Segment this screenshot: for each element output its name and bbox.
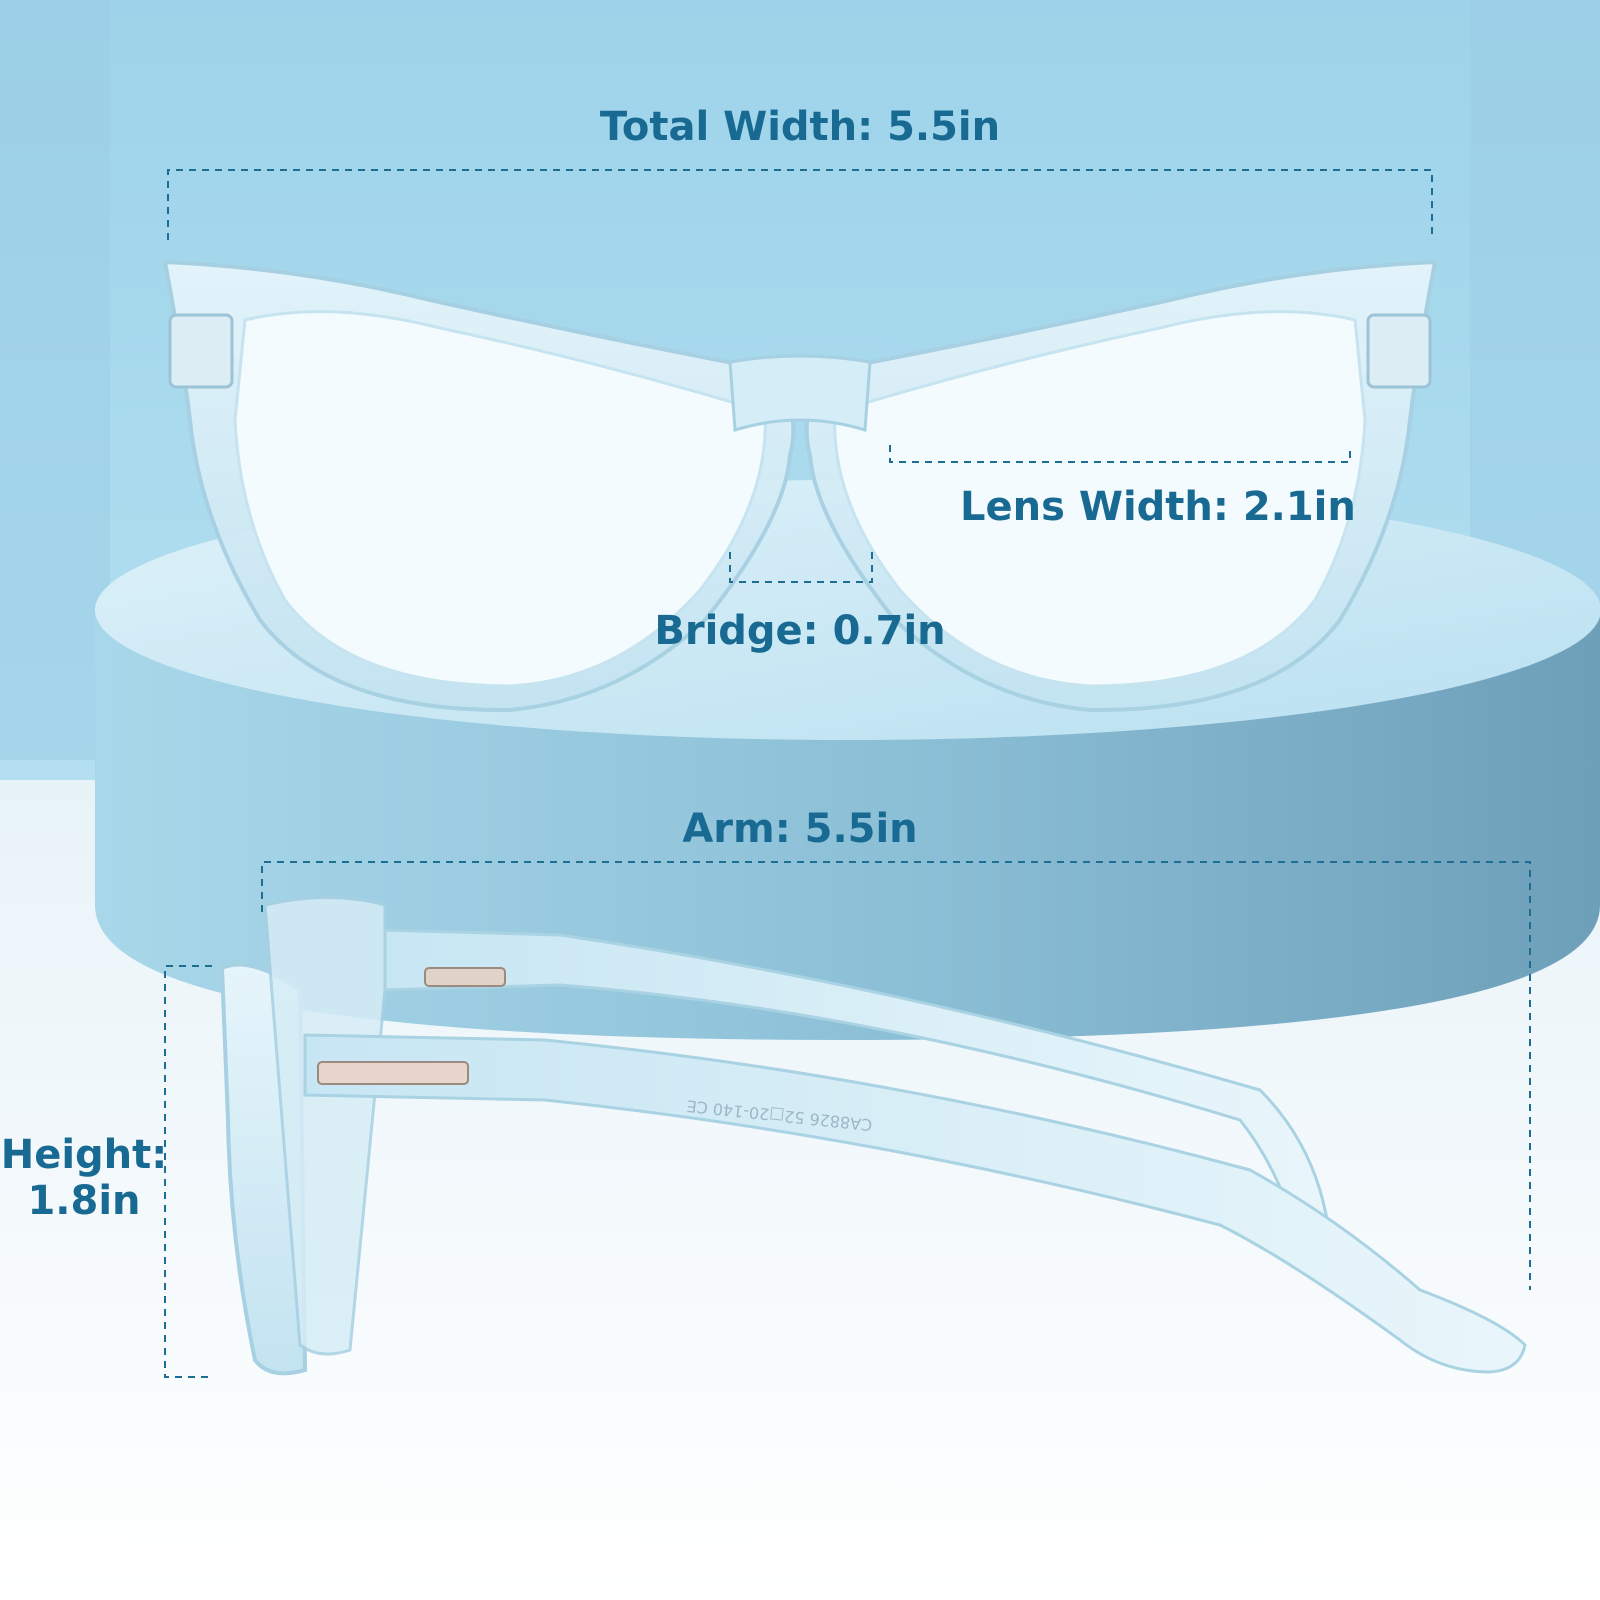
lens-width-line xyxy=(889,445,1351,463)
total-width-label: Total Width: 5.5in xyxy=(599,104,1001,150)
bridge-line xyxy=(729,552,873,583)
far-hinge-plate xyxy=(424,967,506,987)
dimension-lines xyxy=(164,169,1531,1378)
bridge xyxy=(728,354,872,432)
height-label-line2: 1.8in xyxy=(27,1178,141,1224)
near-hinge-plate xyxy=(317,1061,469,1085)
left-hinge xyxy=(168,313,234,389)
right-hinge xyxy=(1366,313,1432,389)
height-label: Height: 1.8in xyxy=(1,1132,168,1224)
glasses-front-view xyxy=(162,259,1438,713)
lens-width-label: Lens Width: 2.1in xyxy=(960,484,1356,530)
arm-label: Arm: 5.5in xyxy=(682,806,918,852)
total-width-line xyxy=(167,169,1433,240)
side-front-frame-back xyxy=(263,896,387,1356)
right-lens xyxy=(833,310,1367,688)
height-line xyxy=(164,965,212,1378)
wall-panel-left xyxy=(0,0,110,760)
left-lens xyxy=(233,310,767,688)
height-label-line1: Height: xyxy=(0,1132,168,1178)
glasses-side-view: CA8826 52□20-140 CE xyxy=(219,896,1527,1376)
bridge-label: Bridge: 0.7in xyxy=(654,608,946,654)
